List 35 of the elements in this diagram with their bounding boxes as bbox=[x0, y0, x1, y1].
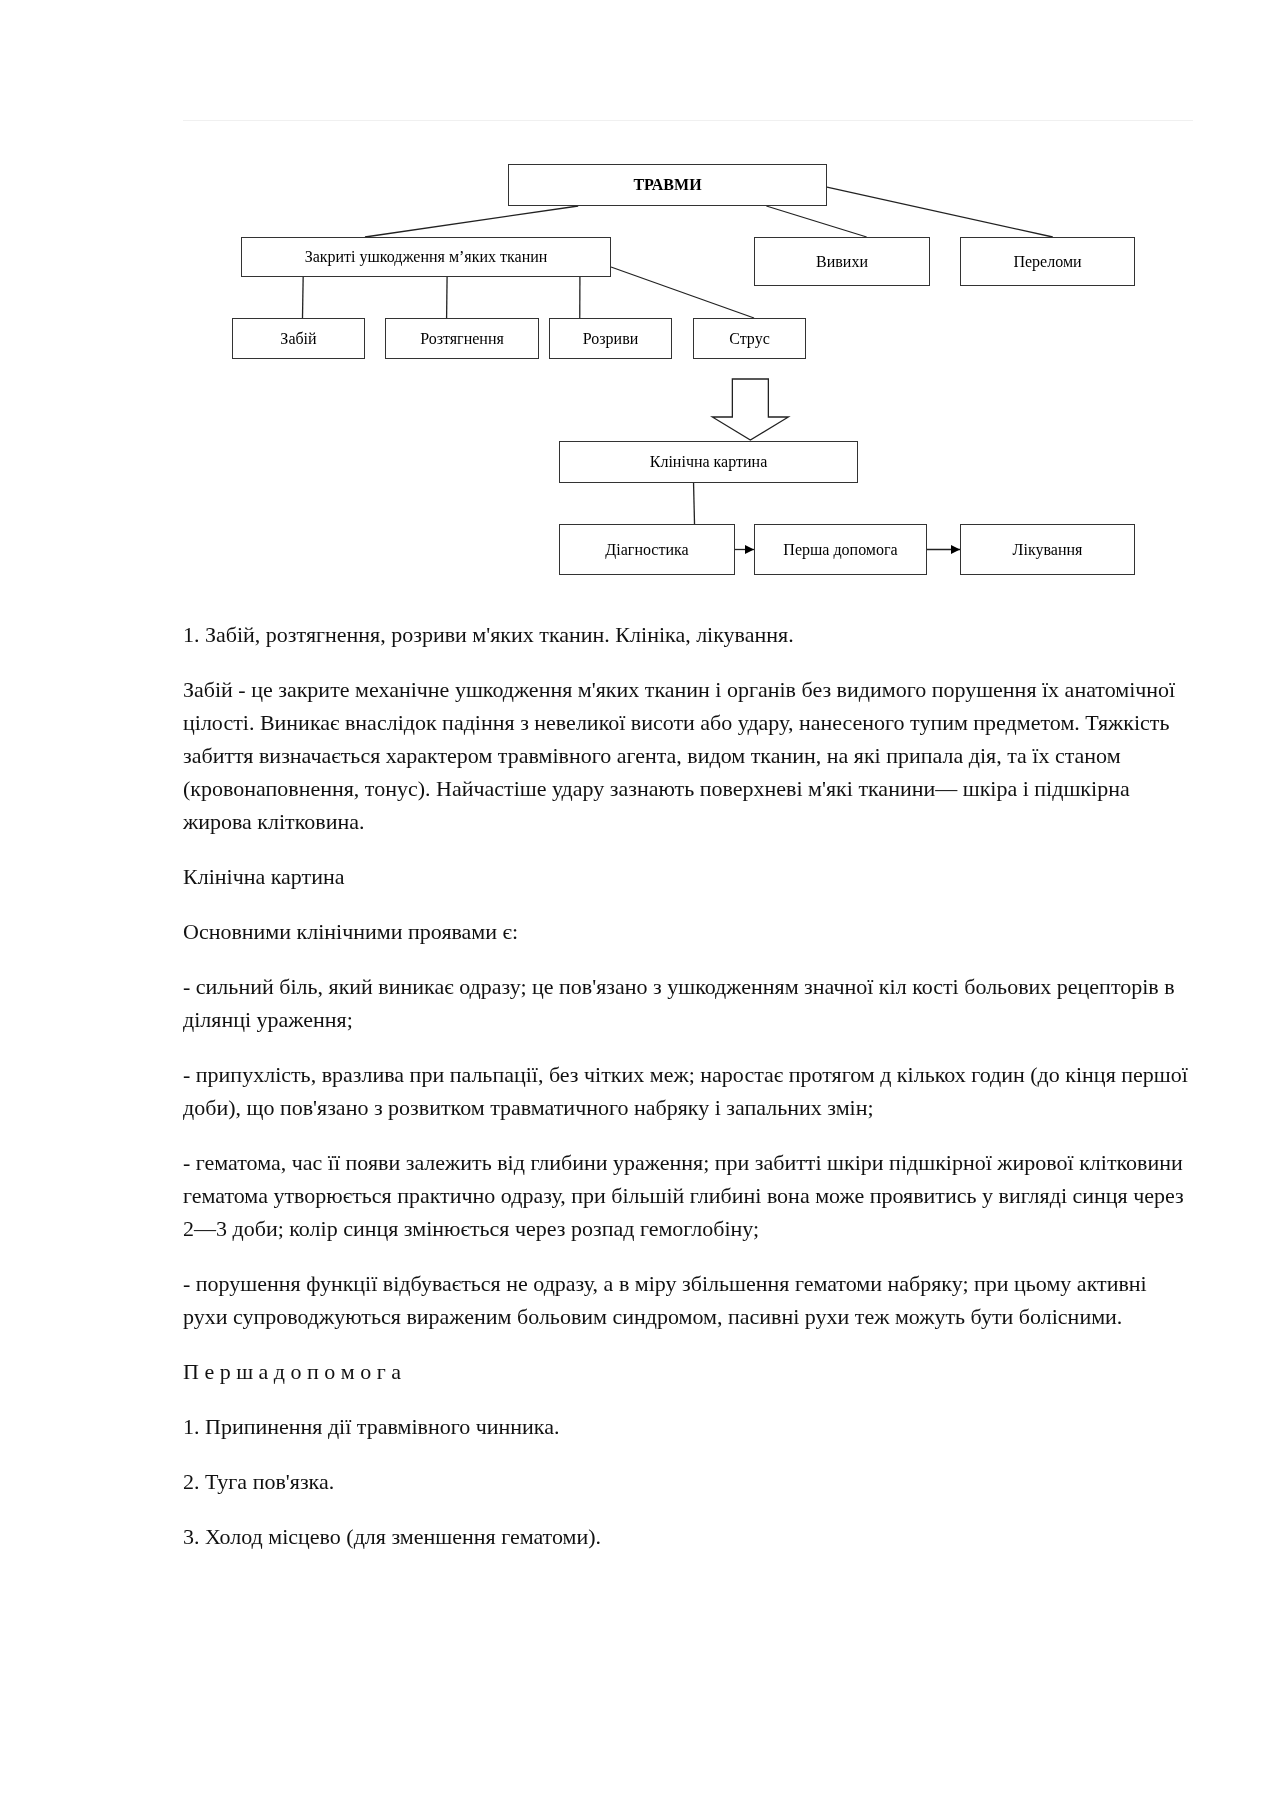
paragraph: Забій - це закрите механічне ушкодження м'яких тканин і органів без видимого порушення їх анатомічної цілості. Виникає внаслідок падіння з невеликої висоти або удару, нанесеного тупим предметом. Тяжкість забиття визначається характером травмівного агента, видом тканин, на які припала дія, та їх станом (кровонаповнення, тонус). Найчастіше удару зазнають поверхневі м'які тканини— шкіра і підшкірна жирова клітковина. bbox=[183, 676, 1177, 836]
process-box: Переломи bbox=[960, 237, 1135, 286]
process-box: Закриті ушкодження м’яких тканин bbox=[241, 237, 611, 277]
process-box: ТРАВМИ bbox=[508, 164, 827, 206]
process-box: Струс bbox=[693, 318, 806, 359]
connector-line bbox=[692, 482, 696, 525]
process-box: Вивихи bbox=[754, 237, 930, 286]
arrow bbox=[926, 545, 961, 554]
connector-line bbox=[579, 276, 581, 319]
connector-line bbox=[364, 205, 579, 238]
process-box: Забій bbox=[232, 318, 365, 359]
process-box: Розриви bbox=[549, 318, 672, 359]
process-box: Клінічна картина bbox=[559, 441, 858, 483]
connector-line bbox=[445, 276, 448, 319]
paragraph: - сильний біль, який виникає одразу; це пов'язано з ушкодженням значної кіл кості больових рецепторів в ділянці ураження; bbox=[183, 973, 1176, 1034]
paragraph: 2. Туга пов'язка. bbox=[183, 1468, 336, 1496]
paragraph: 1. Забій, розтягнення, розриви м'яких тканин. Клініка, лікування. bbox=[183, 621, 795, 649]
connector-line bbox=[301, 276, 304, 319]
connector-line bbox=[610, 266, 755, 319]
paragraph: - припухлість, вразлива при пальпації, без чітких меж; наростає протягом д кількох годин (до кінця першої доби), що пов'язано з розвитком травматичного набряку і запальних змін; bbox=[183, 1061, 1189, 1122]
connector-line bbox=[826, 186, 1054, 238]
paragraph: 3. Холод місцево (для зменшення гематоми). bbox=[183, 1523, 603, 1551]
paragraph: Основними клінічними проявами є: bbox=[183, 918, 520, 946]
process-box: Перша допомога bbox=[754, 524, 927, 575]
paragraph: - гематома, час її появи залежить від глибини ураження; при забитті шкіри підшкірної жирової клітковини гематома утворюється практично одразу, при більшій глибині вона може проявитись у вигляді синця через 2—3 доби; колір синця змінюється через розпад гемоглобіну; bbox=[183, 1149, 1185, 1243]
process-box: Лікування bbox=[960, 524, 1135, 575]
paragraph: Клінічна картина bbox=[183, 863, 346, 891]
connector-line bbox=[765, 205, 868, 238]
process-box: Розтягнення bbox=[385, 318, 539, 359]
process-box: Діагностика bbox=[559, 524, 735, 575]
paragraph: - порушення функції відбувається не одразу, а в міру збільшення гематоми набряку; при цьому активні рухи супроводжуються вираженим больовим синдромом, пасивні рухи теж можуть бути болісними. bbox=[183, 1270, 1148, 1331]
block-arrow bbox=[710, 378, 791, 441]
paragraph: 1. Припинення дії травмівного чинника. bbox=[183, 1413, 561, 1441]
paragraph: П е р ш а д о п о м о г а bbox=[183, 1358, 403, 1386]
arrow bbox=[734, 545, 755, 554]
